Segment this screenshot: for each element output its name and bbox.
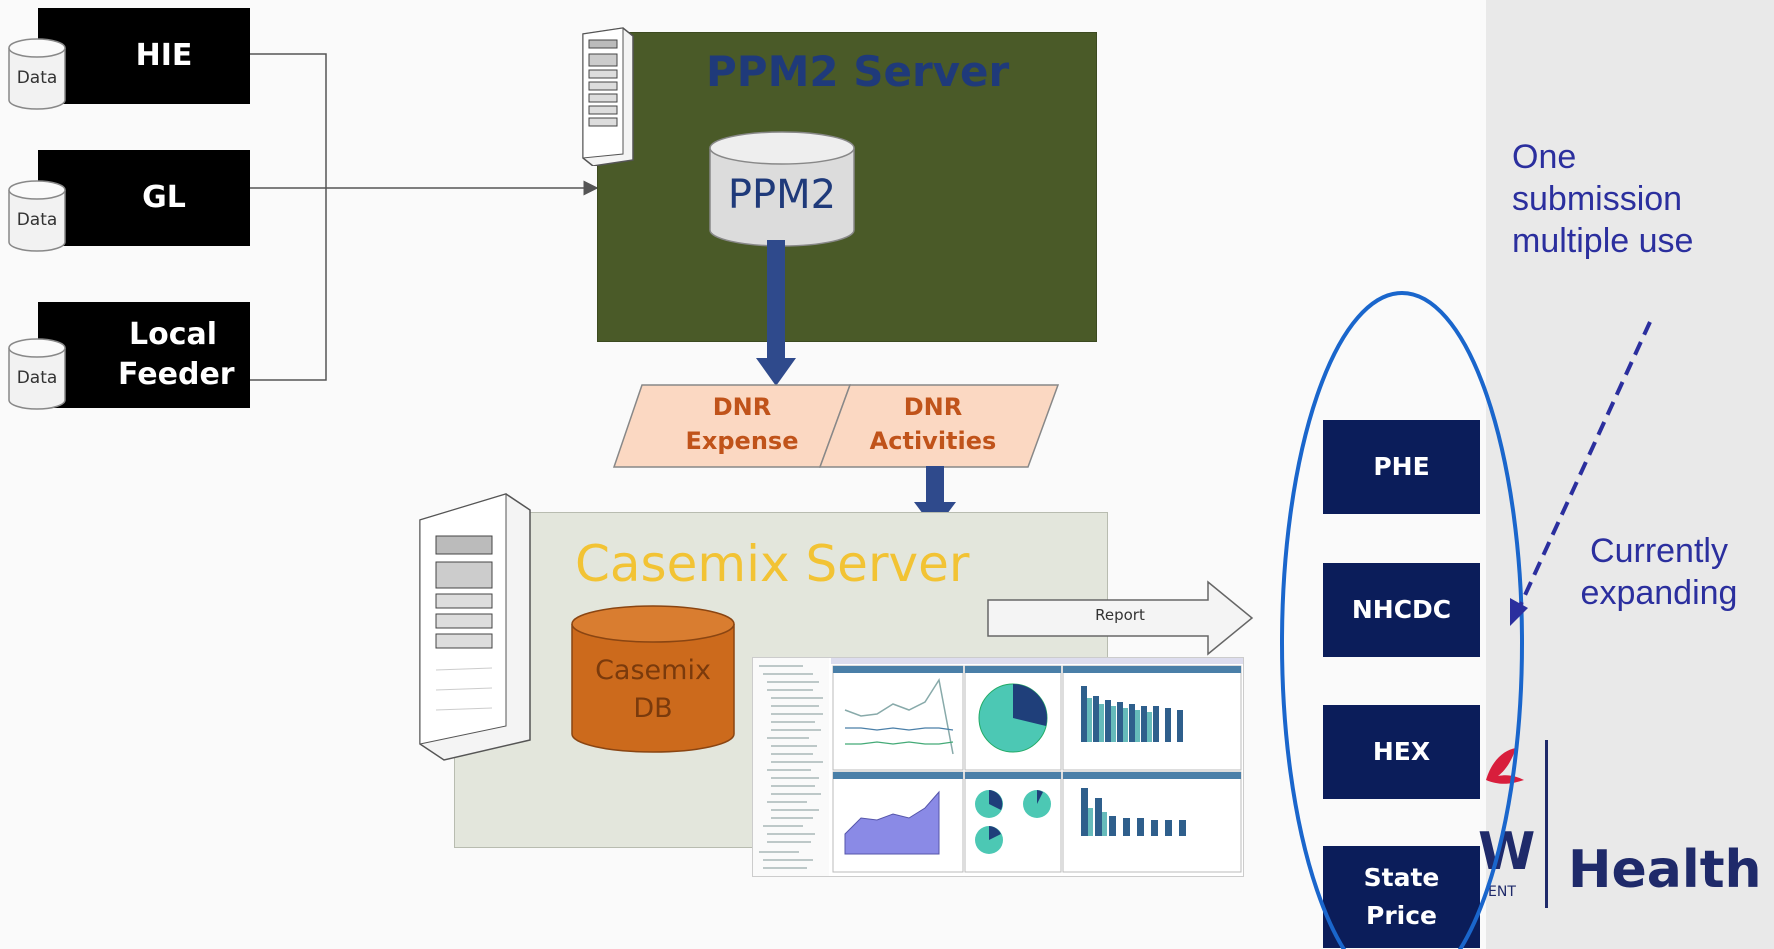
data-cylinder-hie: Data	[8, 38, 66, 110]
source-gl-label: GL	[142, 180, 186, 215]
report-label: Report	[1095, 606, 1145, 624]
source-hie-label: HIE	[135, 38, 193, 73]
ppm2-db-label: PPM2	[727, 172, 837, 218]
source-local-feeder-label: Local Feeder	[118, 317, 235, 392]
annotation-currently-expanding: Currently expanding	[1580, 532, 1738, 612]
output-hex-label: HEX	[1372, 737, 1431, 766]
data-label: Data	[16, 68, 58, 88]
output-state-price-label: State Price	[1363, 863, 1440, 930]
output-nhcdc-label: NHCDC	[1351, 595, 1452, 624]
annotation-one-submission: One submission multiple use	[1512, 138, 1694, 260]
source-local-feeder: Local Feeder	[38, 302, 250, 408]
government-partial-text: ENT	[1488, 884, 1516, 900]
report-arrow	[987, 580, 1254, 656]
outputs-ellipse	[1280, 291, 1524, 949]
dnr-shapes	[612, 384, 1060, 468]
source-hie: HIE	[38, 8, 250, 104]
arrow-ppm2-to-dnr	[756, 240, 796, 386]
server-tower-icon	[582, 27, 634, 166]
logo-divider	[1545, 740, 1548, 908]
waratah-logo-icon	[1482, 740, 1527, 800]
casemix-server-title: Casemix Server	[575, 535, 970, 593]
casemix-server-tower-icon	[419, 493, 531, 761]
output-state-price: State Price	[1323, 846, 1480, 948]
data-label: Data	[16, 210, 58, 230]
dashed-annotation-arrow	[1510, 321, 1652, 626]
output-phe: PHE	[1323, 420, 1480, 514]
ppm2-server-panel: PPM2 Server	[597, 32, 1097, 342]
logo-health-text: Health	[1568, 840, 1762, 900]
ppm2-server-title: PPM2 Server	[706, 47, 1010, 96]
output-nhcdc: NHCDC	[1323, 563, 1480, 657]
output-phe-label: PHE	[1373, 452, 1430, 481]
dnr-activities-label: DNR Activities	[869, 393, 997, 455]
nsw-partial-letter: W	[1478, 822, 1536, 882]
source-gl: GL	[38, 150, 250, 246]
casemix-db-label: Casemix DB	[595, 655, 711, 724]
casemix-database-icon	[571, 605, 735, 753]
data-cylinder-gl: Data	[8, 180, 66, 252]
dashboard-tree-panel	[753, 658, 829, 876]
ppm2-database-icon	[709, 131, 855, 247]
dashboard-charts	[831, 658, 1243, 873]
data-cylinder-local-feeder: Data	[8, 338, 66, 410]
dnr-expense-label: DNR Expense	[685, 393, 799, 455]
output-hex: HEX	[1323, 705, 1480, 799]
dashboard-thumbnail	[752, 657, 1244, 877]
data-label: Data	[16, 368, 58, 388]
